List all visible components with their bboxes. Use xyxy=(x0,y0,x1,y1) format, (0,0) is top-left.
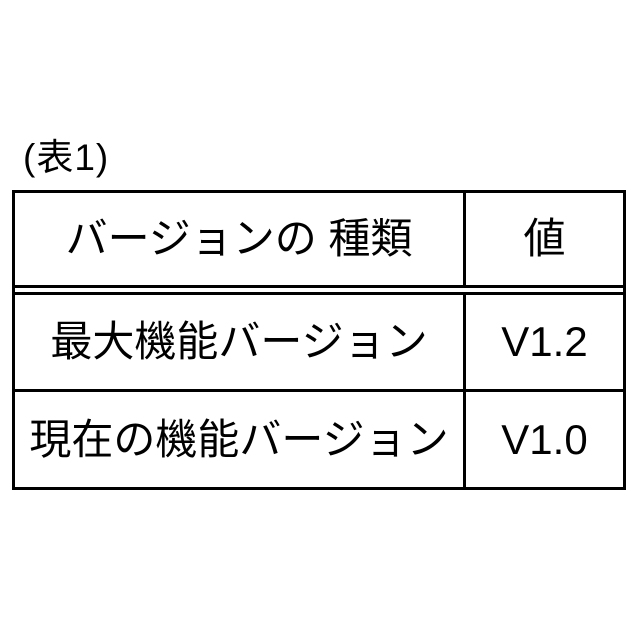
header-cell-version-type: バージョンの 種類 xyxy=(15,193,466,285)
table-caption: (表1) xyxy=(23,137,110,178)
header-cell-value: 値 xyxy=(523,215,566,262)
table-row: 現在の機能バージョン V1.0 xyxy=(15,392,623,487)
table-header-row: バージョンの 種類 値 xyxy=(15,193,623,288)
row-label-cell: 現在の機能バージョン xyxy=(15,392,466,487)
row-value-cell: V1.2 xyxy=(501,318,588,365)
row-label-cell: 最大機能バージョン xyxy=(15,295,466,389)
table-body: 最大機能バージョン V1.2 現在の機能バージョン V1.0 xyxy=(15,292,623,487)
version-table: バージョンの 種類 値 最大機能バージョン V1.2 現在の機能バージョン V1… xyxy=(12,190,626,490)
row-value-cell: V1.0 xyxy=(501,415,588,463)
table-row: 最大機能バージョン V1.2 xyxy=(15,295,623,392)
double-rule-gap xyxy=(15,288,623,292)
